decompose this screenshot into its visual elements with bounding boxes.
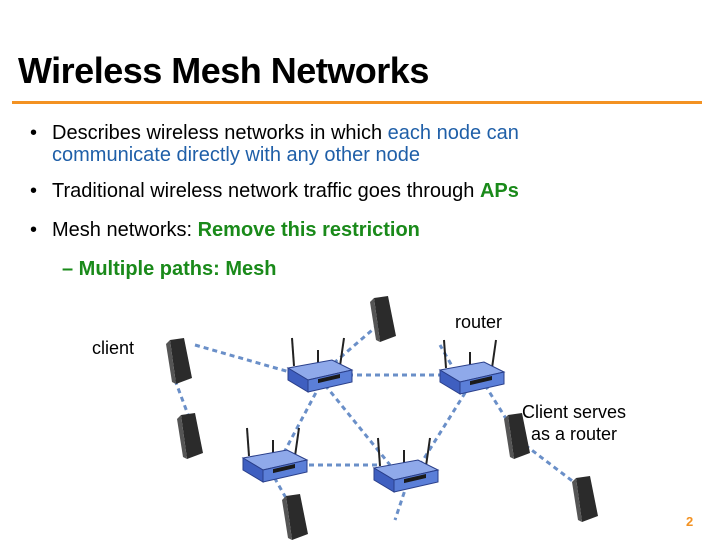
bullet-1-marker: •	[30, 122, 38, 144]
router-top-left	[287, 337, 353, 393]
bullet-1-highlight-2: communicate directly with any other node	[52, 144, 420, 166]
client-left-middle	[177, 413, 203, 459]
router-bottom-left	[242, 427, 308, 483]
client-serves-line-2: as a router	[531, 424, 618, 444]
bullet-2-marker: •	[30, 180, 38, 202]
bullet-2-highlight: APs	[479, 180, 519, 202]
bullet-2-plain: Traditional wireless network traffic goe…	[52, 180, 480, 202]
client-top-center	[370, 296, 396, 342]
bullet-1-plain: Describes wireless networks in which	[52, 122, 388, 144]
bullet-3-plain: Mesh networks:	[52, 219, 198, 241]
bullet-3-highlight: Remove this restriction	[197, 219, 420, 241]
title-divider	[12, 101, 702, 104]
client-serves-line-1: Client serves	[522, 402, 627, 422]
slide-title: Wireless Mesh Networks	[18, 50, 429, 91]
bullet-1-text: Describes wireless networks in which eac…	[52, 122, 519, 166]
bullet-3-text: Mesh networks: Remove this restriction	[52, 219, 420, 241]
client-label: client	[92, 338, 135, 358]
router-bottom-center	[373, 437, 439, 493]
bullet-3-marker: •	[30, 219, 38, 241]
client-bottom-right	[572, 476, 598, 522]
router-top-right	[439, 339, 505, 395]
client-serves-label: Client serves as a router	[522, 401, 626, 445]
page-number: 2	[686, 514, 694, 529]
client-bottom-left	[282, 494, 308, 540]
sub-bullet: – Multiple paths: Mesh	[62, 258, 277, 280]
client-left-top	[166, 338, 192, 384]
router-label: router	[455, 312, 503, 332]
bullet-1-highlight-1: each node can	[387, 122, 519, 144]
bullet-2-text: Traditional wireless network traffic goe…	[52, 180, 519, 202]
